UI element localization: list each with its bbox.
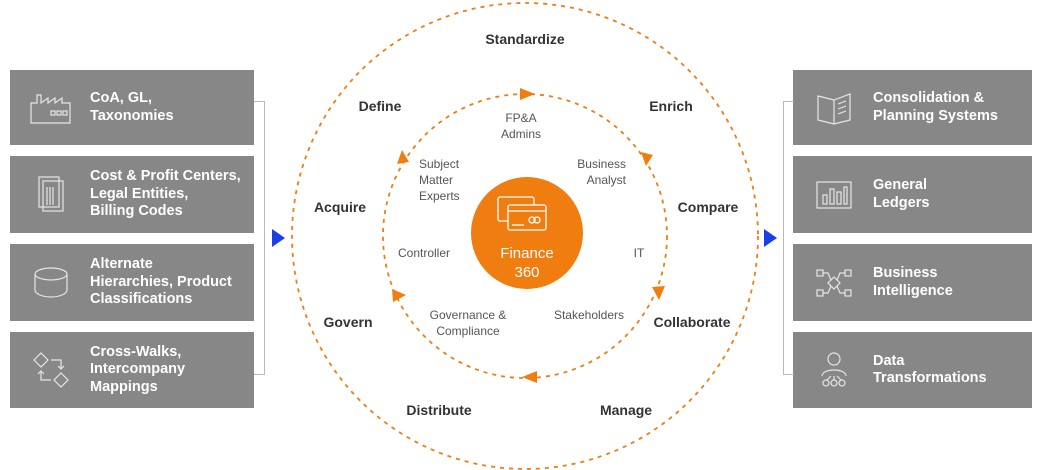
line: Intercompany bbox=[90, 361, 186, 378]
line: CoA, GL, bbox=[90, 90, 153, 106]
book-icon bbox=[809, 88, 859, 128]
target-box-label: Consolidation & Planning Systems bbox=[873, 90, 998, 125]
stage-distribute: Distribute bbox=[406, 402, 472, 418]
role-sme-line2: Matter bbox=[419, 173, 453, 187]
line: Cross-Walks, bbox=[90, 343, 182, 360]
target-box-consolidation: Consolidation & Planning Systems bbox=[793, 70, 1032, 145]
credit-card-icon bbox=[497, 196, 547, 231]
cycle-arrow-upper-right-icon bbox=[641, 152, 653, 166]
database-icon bbox=[26, 263, 76, 303]
input-arrow-icon bbox=[272, 229, 285, 247]
line: Alternate bbox=[90, 256, 153, 273]
role-business-analyst-line1: Business bbox=[577, 157, 626, 171]
role-governance-line2: Compliance bbox=[436, 324, 500, 338]
line: Hierarchies, Product bbox=[90, 273, 232, 290]
line: Business bbox=[873, 265, 938, 281]
role-governance-line1: Governance & bbox=[430, 308, 507, 322]
line: Mappings bbox=[90, 378, 158, 395]
center-hub bbox=[471, 177, 583, 289]
user-network-icon bbox=[809, 350, 859, 390]
right-bracket bbox=[783, 101, 794, 375]
network-icon bbox=[809, 263, 859, 303]
stage-collaborate: Collaborate bbox=[653, 314, 730, 330]
target-box-general-ledgers: General Ledgers bbox=[793, 156, 1032, 233]
target-box-label: General Ledgers bbox=[873, 177, 929, 212]
center-label-line2: 360 bbox=[514, 264, 539, 281]
line: Cost & Profit Centers, bbox=[90, 168, 241, 185]
role-controller: Controller bbox=[398, 246, 450, 260]
stage-acquire: Acquire bbox=[314, 199, 366, 215]
role-sme-line3: Experts bbox=[419, 189, 460, 203]
target-box-data-transformations: Data Transformations bbox=[793, 332, 1032, 408]
output-arrow-icon bbox=[764, 229, 777, 247]
target-box-business-intelligence: Business Intelligence bbox=[793, 244, 1032, 321]
role-it: IT bbox=[634, 246, 645, 260]
line: General bbox=[873, 177, 927, 193]
role-fpa-admins-line2: Admins bbox=[501, 127, 541, 141]
source-box-label: Alternate Hierarchies, Product Classific… bbox=[90, 256, 232, 309]
line: Planning Systems bbox=[873, 107, 998, 124]
outer-cycle-ring bbox=[291, 2, 759, 470]
stage-standardize: Standardize bbox=[485, 31, 565, 47]
stage-compare: Compare bbox=[678, 199, 739, 215]
left-bracket bbox=[254, 101, 265, 375]
line: Ledgers bbox=[873, 194, 930, 211]
cycle-arrow-top-icon bbox=[520, 88, 535, 100]
source-box-hierarchies: Alternate Hierarchies, Product Classific… bbox=[10, 244, 254, 321]
cycle-arrow-upper-left-icon bbox=[397, 150, 409, 164]
cross-walk-icon bbox=[26, 350, 76, 390]
cycle-arrow-right-icon bbox=[652, 286, 665, 300]
stage-enrich: Enrich bbox=[649, 98, 693, 114]
cycle-arrow-lower-left-icon bbox=[392, 289, 406, 302]
source-box-cost-centers: Cost & Profit Centers, Legal Entities, B… bbox=[10, 156, 254, 233]
source-box-coa: CoA, GL, Taxonomies bbox=[10, 70, 254, 145]
line: Legal Entities, bbox=[90, 185, 189, 202]
source-box-label: CoA, GL, Taxonomies bbox=[90, 90, 174, 125]
line: Classifications bbox=[90, 291, 193, 308]
line: Transformations bbox=[873, 370, 987, 386]
stage-govern: Govern bbox=[323, 314, 372, 330]
target-box-label: Data Transformations bbox=[873, 353, 987, 388]
factory-icon bbox=[26, 88, 76, 128]
role-business-analyst-line2: Analyst bbox=[587, 173, 627, 187]
stage-manage: Manage bbox=[600, 402, 652, 418]
line: Consolidation & bbox=[873, 90, 985, 106]
line: Data bbox=[873, 352, 905, 369]
source-box-label: Cost & Profit Centers, Legal Entities, B… bbox=[90, 168, 241, 221]
ledger-chart-icon bbox=[809, 175, 859, 215]
stage-define: Define bbox=[359, 98, 402, 114]
line: Taxonomies bbox=[90, 107, 174, 124]
source-box-cross-walks: Cross-Walks, Intercompany Mappings bbox=[10, 332, 254, 408]
documents-icon bbox=[26, 175, 76, 215]
line: Intelligence bbox=[873, 282, 953, 299]
role-sme-line1: Subject bbox=[419, 157, 460, 171]
center-label-line1: Finance bbox=[500, 245, 553, 262]
cycle-arrow-bottom-icon bbox=[522, 371, 537, 383]
role-fpa-admins-line1: FP&A bbox=[505, 111, 536, 125]
role-stakeholders: Stakeholders bbox=[554, 308, 624, 322]
line: Billing Codes bbox=[90, 203, 183, 220]
target-box-label: Business Intelligence bbox=[873, 265, 953, 300]
source-box-label: Cross-Walks, Intercompany Mappings bbox=[90, 344, 185, 397]
